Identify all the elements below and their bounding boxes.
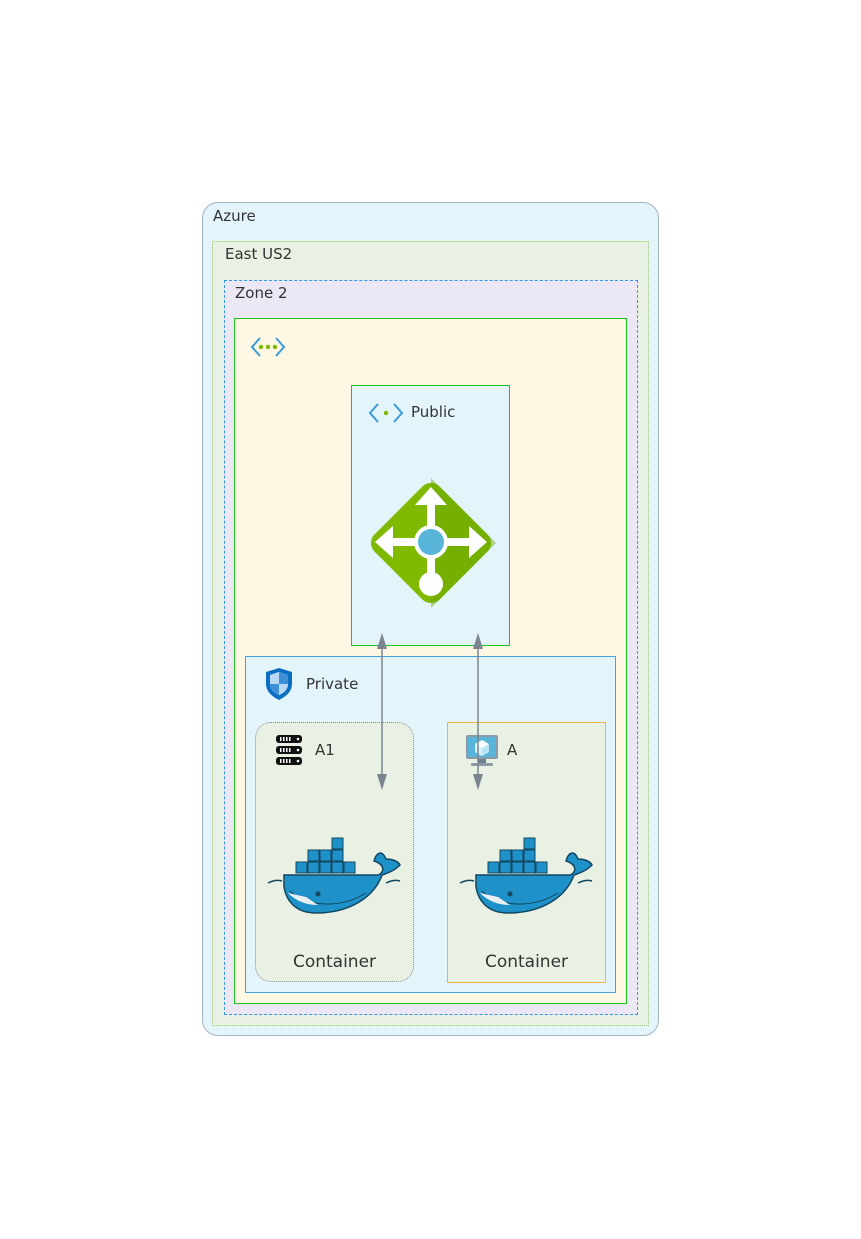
docker-icon [267, 837, 401, 914]
group-a1-label: A1 [315, 741, 335, 759]
region-label: East US2 [225, 245, 293, 263]
virtual-machine-icon [466, 735, 498, 766]
public-subnet-label: Public [411, 403, 456, 421]
server-rack-icon [276, 735, 302, 765]
docker-icon [459, 837, 593, 914]
group-a-label: A [507, 741, 518, 759]
zone-label: Zone 2 [235, 284, 288, 302]
subnet-icon [368, 403, 404, 423]
private-subnet-label: Private [306, 675, 359, 693]
load-balancer-icon [370, 478, 496, 608]
container-label-a1: Container [292, 952, 377, 972]
azure-label: Azure [213, 207, 256, 225]
network-security-group-icon [266, 668, 292, 700]
container-label-a: Container [484, 952, 569, 972]
vnet-icon [250, 337, 286, 357]
